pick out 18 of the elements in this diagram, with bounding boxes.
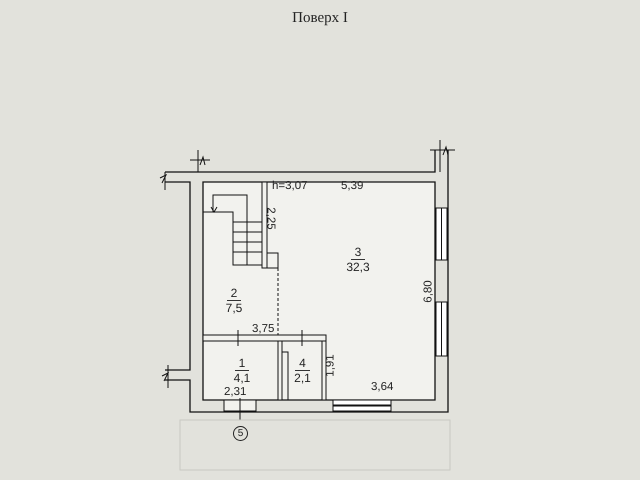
dimension-label: 2,25 bbox=[264, 207, 277, 230]
dimension-label: 2,31 bbox=[224, 386, 246, 399]
room-number: 4 bbox=[295, 356, 310, 370]
room-number: 2 bbox=[226, 287, 242, 301]
room-number: 3 bbox=[350, 246, 366, 260]
dimension-label: 3,64 bbox=[371, 381, 394, 394]
floor-title: Поверх I bbox=[291, 10, 349, 27]
room-area: 2,1 bbox=[294, 370, 311, 384]
room-area: 4,1 bbox=[234, 370, 250, 384]
room-area: 7,5 bbox=[226, 301, 242, 315]
dimension-label: 6,80 bbox=[422, 280, 436, 303]
dimension-label: 5,39 bbox=[341, 180, 364, 193]
room-number: 1 bbox=[234, 356, 250, 370]
dimension-label: 3,75 bbox=[252, 323, 274, 336]
dimension-label: h=3,07 bbox=[272, 180, 308, 193]
room-area: 32,3 bbox=[346, 260, 370, 274]
callout-number: 5 bbox=[233, 426, 248, 441]
dimension-label: 1,91 bbox=[324, 354, 338, 377]
